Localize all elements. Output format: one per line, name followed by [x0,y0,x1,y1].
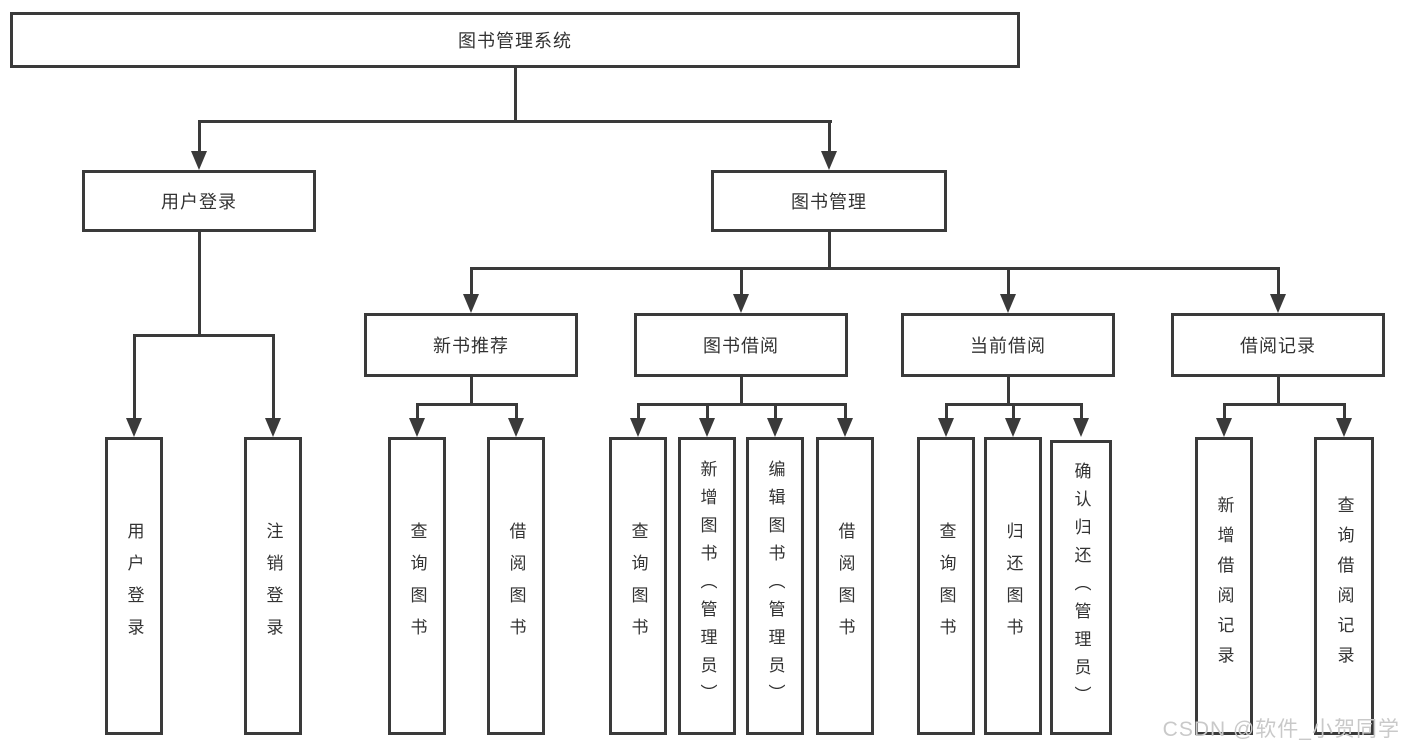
arrow-down-icon [837,418,853,437]
connector-line [1277,377,1280,405]
node-current-borrow-label: 当前借阅 [970,336,1046,356]
connector-line [1012,403,1015,419]
node-root-label: 图书管理系统 [458,31,572,51]
connector-line [416,403,419,419]
leaf-query-books-2-label: 查询图书 [628,522,648,650]
arrow-down-icon [265,418,281,437]
connector-line [774,403,777,419]
connector-line [828,232,831,269]
leaf-query-books-2: 查询图书 [609,437,667,735]
connector-line [1223,403,1226,419]
connector-line [828,120,831,152]
leaf-add-borrow-record: 新增借阅记录 [1195,437,1253,735]
leaf-borrow-books-1-label: 借阅图书 [506,522,526,650]
leaf-query-borrow-record-label: 查询借阅记录 [1334,496,1354,676]
arrow-down-icon [463,294,479,313]
connector-line [706,403,709,419]
connector-line [198,120,832,123]
connector-line [844,403,847,419]
connector-line [1343,403,1346,419]
connector-line [740,377,743,405]
arrow-down-icon [191,151,207,170]
node-user-login: 用户登录 [82,170,316,232]
connector-line [198,120,201,152]
leaf-borrow-books-2-label: 借阅图书 [835,522,855,650]
leaf-add-borrow-record-label: 新增借阅记录 [1214,496,1234,676]
connector-line [945,403,948,419]
connector-line [514,68,517,122]
leaf-borrow-books-2: 借阅图书 [816,437,874,735]
leaf-add-book-admin: 新增图书（管理员） [678,437,736,735]
leaf-query-books-1: 查询图书 [388,437,446,735]
leaf-add-book-admin-label: 新增图书（管理员） [697,460,717,712]
connector-line [416,403,518,406]
leaf-logout: 注销登录 [244,437,302,735]
leaf-confirm-return-admin: 确认归还（管理员） [1050,440,1112,735]
connector-line [470,267,1280,270]
node-book-management-label: 图书管理 [791,192,867,212]
arrow-down-icon [409,418,425,437]
connector-line [272,334,275,419]
connector-line [1080,403,1083,419]
leaf-query-books-3-label: 查询图书 [936,522,956,650]
arrow-down-icon [1270,294,1286,313]
arrow-down-icon [938,418,954,437]
node-borrow-records: 借阅记录 [1171,313,1385,377]
connector-line [1277,267,1280,295]
arrow-down-icon [630,418,646,437]
leaf-return-books-label: 归还图书 [1003,522,1023,650]
leaf-user-login-label: 用户登录 [124,522,144,650]
connector-line [470,377,473,405]
node-book-borrow: 图书借阅 [634,313,848,377]
leaf-query-borrow-record: 查询借阅记录 [1314,437,1374,735]
arrow-down-icon [1000,294,1016,313]
node-borrow-records-label: 借阅记录 [1240,336,1316,356]
leaf-logout-label: 注销登录 [263,522,283,650]
connector-line [1007,377,1010,405]
leaf-edit-book-admin-label: 编辑图书（管理员） [765,460,785,712]
node-root: 图书管理系统 [10,12,1020,68]
leaf-edit-book-admin: 编辑图书（管理员） [746,437,804,735]
connector-line [515,403,518,419]
leaf-query-books-1-label: 查询图书 [407,522,427,650]
node-new-book-recommend: 新书推荐 [364,313,578,377]
connector-line [1007,267,1010,295]
node-current-borrow: 当前借阅 [901,313,1115,377]
leaf-confirm-return-admin-label: 确认归还（管理员） [1071,461,1091,714]
leaf-user-login: 用户登录 [105,437,163,735]
arrow-down-icon [699,418,715,437]
connector-line [198,232,201,336]
leaf-return-books: 归还图书 [984,437,1042,735]
connector-line [740,267,743,295]
connector-line [1223,403,1346,406]
node-book-borrow-label: 图书借阅 [703,336,779,356]
connector-line [133,334,136,419]
node-book-management: 图书管理 [711,170,947,232]
arrow-down-icon [508,418,524,437]
leaf-borrow-books-1: 借阅图书 [487,437,545,735]
arrow-down-icon [733,294,749,313]
connector-line [637,403,847,406]
node-user-login-label: 用户登录 [161,192,237,212]
arrow-down-icon [1216,418,1232,437]
arrow-down-icon [1336,418,1352,437]
connector-line [470,267,473,295]
leaf-query-books-3: 查询图书 [917,437,975,735]
arrow-down-icon [126,418,142,437]
node-new-book-recommend-label: 新书推荐 [433,336,509,356]
arrow-down-icon [767,418,783,437]
connector-line [637,403,640,419]
csdn-watermark: CSDN @软件_小贺同学 [1162,718,1400,741]
arrow-down-icon [1005,418,1021,437]
arrow-down-icon [1073,418,1089,437]
connector-line [133,334,275,337]
arrow-down-icon [821,151,837,170]
